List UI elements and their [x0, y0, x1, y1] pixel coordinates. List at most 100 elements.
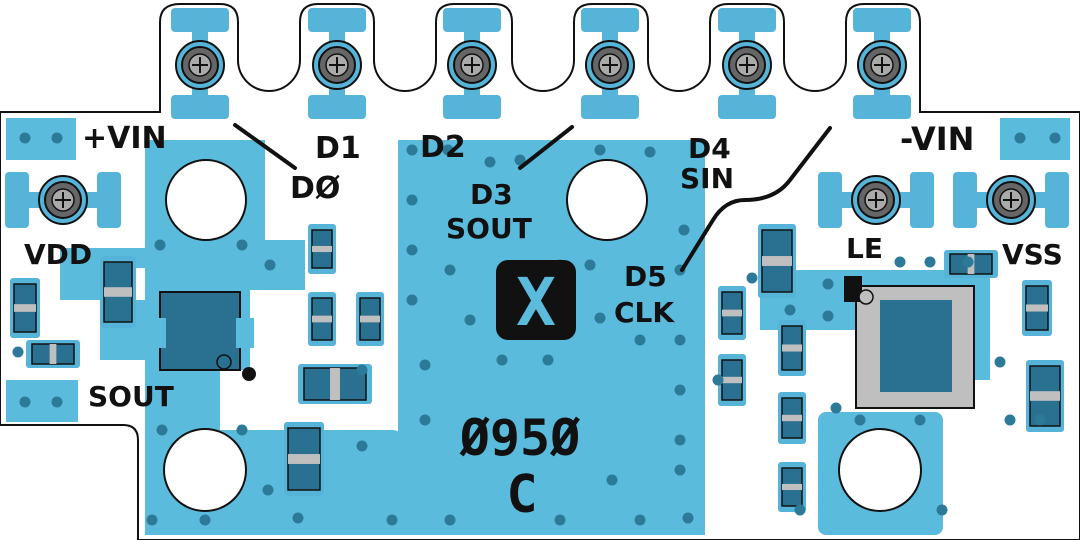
via [154, 239, 166, 251]
resistor-r2 [308, 224, 336, 274]
label-vdd: VDD [24, 238, 92, 271]
via [51, 132, 63, 144]
logo-letter: X [516, 264, 556, 341]
via [854, 414, 866, 426]
screw-terminal-icon [38, 175, 88, 225]
via [442, 144, 454, 156]
via [464, 314, 476, 326]
left-ic-body [159, 291, 241, 371]
via [914, 414, 926, 426]
via [674, 334, 686, 346]
label-le: LE [846, 232, 883, 265]
resistor-r7 [778, 320, 806, 376]
via [746, 272, 758, 284]
label-d3: D3 [470, 178, 513, 211]
via [19, 396, 31, 408]
via [682, 512, 694, 524]
mounting-hole-bottom-left [163, 428, 247, 512]
label-clk: CLK [614, 296, 675, 329]
via [962, 256, 974, 268]
via [644, 146, 656, 158]
mounting-hole-top-left [165, 159, 247, 241]
via [822, 278, 834, 290]
screw-terminal-icon [722, 40, 772, 90]
via [712, 374, 724, 386]
label-sout-left: SOUT [88, 380, 174, 413]
resistor-r4 [356, 292, 384, 346]
via [784, 304, 796, 316]
label-d1: D1 [315, 131, 361, 166]
via [994, 356, 1006, 368]
via [606, 474, 618, 486]
via [674, 464, 686, 476]
left-ic-pad-l [148, 318, 166, 348]
via [484, 156, 496, 168]
screw-terminal-icon [851, 175, 901, 225]
label-d5: D5 [624, 260, 667, 293]
via [830, 402, 842, 414]
label-vin-minus: -VIN [900, 120, 974, 158]
via [594, 312, 606, 324]
left-ic-pad-r [236, 318, 254, 348]
capacitor-c7 [1026, 360, 1064, 432]
capacitor-c2 [10, 278, 40, 338]
resistor-r8 [778, 392, 806, 444]
screw-terminal-icon [857, 40, 907, 90]
mounting-hole-bottom-right [838, 428, 922, 512]
side-connector-2 [953, 172, 1069, 228]
via [674, 384, 686, 396]
via [292, 512, 304, 524]
via [406, 294, 418, 306]
via [146, 514, 158, 526]
via [822, 310, 834, 322]
corner-pads [6, 118, 1070, 422]
via [236, 424, 248, 436]
via [496, 354, 508, 366]
resistor-r3 [308, 292, 336, 346]
screw-terminal-icon [986, 175, 1036, 225]
label-d4: D4 [688, 132, 731, 165]
via [419, 359, 431, 371]
left-ic [148, 291, 256, 381]
via [156, 424, 168, 436]
side-connector-1 [818, 172, 934, 228]
via [634, 514, 646, 526]
vin-plus-pad [6, 118, 76, 160]
smd-components [10, 224, 1064, 512]
capacitor-c1 [100, 256, 136, 328]
part-number: Ø95Ø [459, 409, 580, 467]
top-connector-2 [443, 8, 501, 119]
via [894, 256, 906, 268]
left-ic-pin1 [216, 354, 232, 370]
via [236, 239, 248, 251]
top-connector-5 [853, 8, 911, 119]
screw-terminal-icon [447, 40, 497, 90]
via [1049, 132, 1061, 144]
capacitor-c4 [284, 422, 324, 496]
right-ic-marker [844, 276, 862, 302]
mounting-hole-top-center [566, 159, 648, 241]
via [19, 132, 31, 144]
via [1034, 414, 1046, 426]
label-vss: VSS [1002, 238, 1063, 271]
via [444, 264, 456, 276]
screw-terminal-icon [585, 40, 635, 90]
top-connector-4 [718, 8, 776, 119]
right-ic-die [880, 300, 952, 392]
via [386, 514, 398, 526]
via [406, 144, 418, 156]
leader-lines [233, 123, 832, 272]
via [924, 256, 936, 268]
via [262, 484, 274, 496]
via [199, 514, 211, 526]
label-vin-plus: +VIN [82, 121, 167, 156]
top-connector-1 [308, 8, 366, 119]
leader-d3 [518, 125, 574, 170]
via [356, 364, 368, 376]
via [1014, 132, 1026, 144]
resistor-r5 [718, 286, 746, 340]
x-logo-icon: X [496, 260, 576, 341]
via [264, 259, 276, 271]
screw-terminal-icon [175, 40, 225, 90]
via [406, 244, 418, 256]
